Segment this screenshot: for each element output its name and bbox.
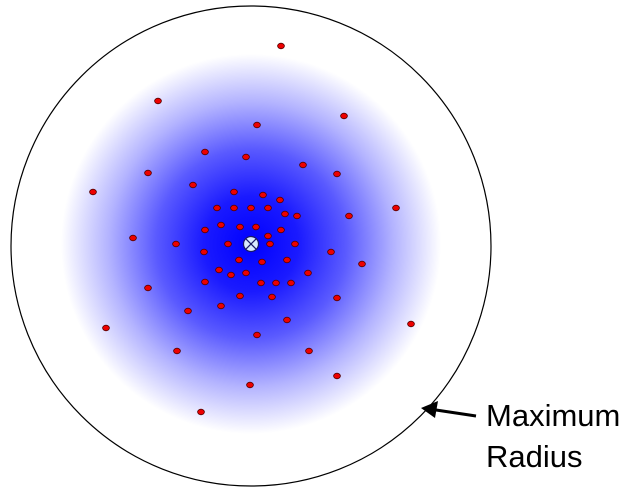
particle-dot <box>189 181 197 189</box>
particle-dot <box>213 204 221 212</box>
particle-dot <box>200 248 208 256</box>
particle-dot <box>242 269 250 277</box>
particle-dot <box>407 320 415 328</box>
particle-dot <box>268 293 276 301</box>
particle-dot <box>201 278 209 286</box>
particle-dot <box>291 240 299 248</box>
particle-dot <box>102 324 110 332</box>
particle-dot <box>358 260 366 268</box>
particle-dot <box>259 191 267 199</box>
particle-dot <box>173 347 181 355</box>
particle-dot <box>215 266 223 274</box>
particle-dot <box>264 204 272 212</box>
particle-dot <box>264 232 272 240</box>
particle-dot <box>144 169 152 177</box>
particle-dot <box>392 204 400 212</box>
particle-dot <box>230 188 238 196</box>
particle-dot <box>253 121 261 129</box>
particle-dot <box>217 221 225 229</box>
particle-dot <box>345 212 353 220</box>
particle-dot <box>258 258 266 266</box>
center-marker <box>242 235 260 253</box>
particle-dot <box>201 226 209 234</box>
particle-dot <box>293 212 301 220</box>
particle-dot <box>252 223 260 231</box>
particle-dot <box>217 302 225 310</box>
particle-dot <box>266 240 274 248</box>
particle-dot <box>340 112 348 120</box>
particle-dot <box>281 210 289 218</box>
arrow-left-icon <box>421 401 477 418</box>
particle-dot <box>247 204 255 212</box>
particle-dot <box>287 279 295 287</box>
label-maximum: Maximum <box>486 398 620 433</box>
particle-dot <box>227 271 235 279</box>
particle-dot <box>246 381 254 389</box>
label-radius: Radius <box>486 439 583 474</box>
particle-dot <box>197 408 205 416</box>
particle-dot <box>242 153 250 161</box>
particle-dot <box>277 42 285 50</box>
particle-dot <box>272 279 280 287</box>
center-x-stroke-2 <box>245 238 257 250</box>
particle-dot <box>144 284 152 292</box>
particle-dot <box>236 223 244 231</box>
particle-dot <box>257 279 265 287</box>
particle-dots <box>89 42 415 416</box>
particle-dot <box>235 256 243 264</box>
particle-dot <box>283 256 291 264</box>
particle-dot <box>89 188 97 196</box>
particle-dot <box>283 316 291 324</box>
particle-dot <box>277 226 285 234</box>
particle-dot <box>201 148 209 156</box>
particle-dot <box>172 240 180 248</box>
particle-dot <box>253 331 261 339</box>
particle-dot <box>224 240 232 248</box>
particle-dot <box>327 248 335 256</box>
particle-dot <box>333 372 341 380</box>
particle-dot <box>304 269 312 277</box>
particle-dot <box>129 234 137 242</box>
particle-dot <box>333 294 341 302</box>
particle-dot <box>184 307 192 315</box>
maximum-radius-boundary <box>10 5 492 487</box>
particle-dot <box>230 204 238 212</box>
particle-dot <box>154 97 162 105</box>
particle-dot <box>333 170 341 178</box>
particle-dot <box>236 292 244 300</box>
particle-dot <box>299 161 307 169</box>
particle-dot <box>305 347 313 355</box>
particle-dot <box>276 196 284 204</box>
